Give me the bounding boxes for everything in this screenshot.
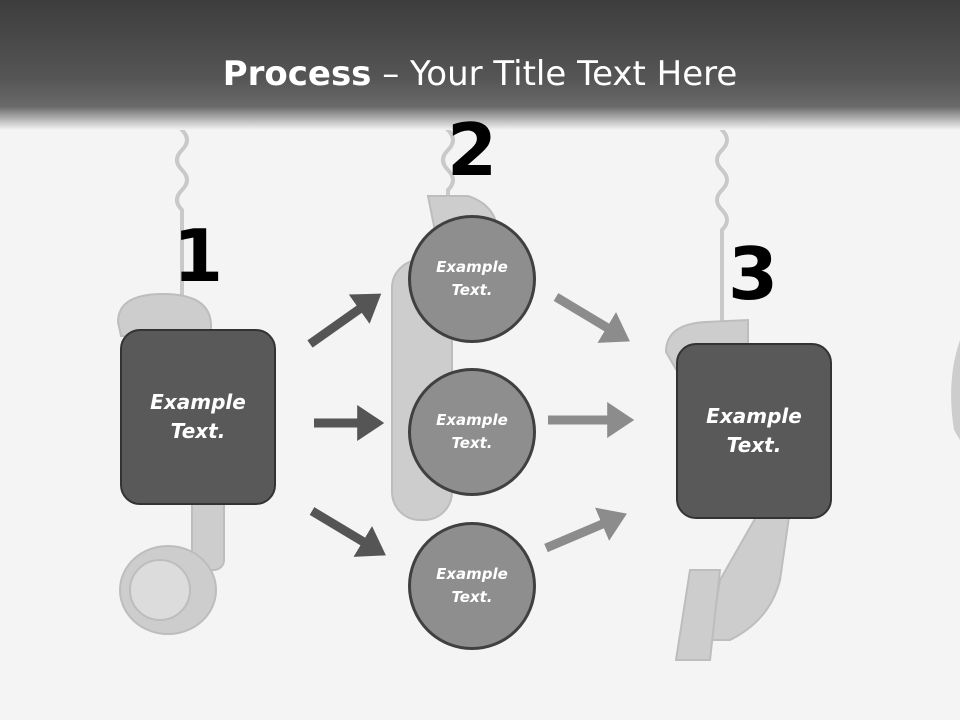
box-left-line1: Example [150, 390, 246, 414]
circle-bottom-line2: Text. [451, 588, 493, 606]
circle-middle-line1: Example [436, 411, 508, 429]
step-number-1: 1 [172, 214, 224, 298]
box-right-line1: Example [706, 404, 802, 428]
arrow-right-icon [553, 293, 630, 343]
title-bar [0, 0, 960, 130]
circle-top-line1: Example [436, 258, 508, 276]
circle-middle-line2: Text. [451, 434, 493, 452]
arrow-right-icon [307, 293, 382, 348]
title-rest: – Your Title Text Here [371, 54, 738, 94]
phone-cord-3 [715, 108, 729, 340]
process-box-right: Example Text. [676, 343, 832, 519]
process-circle-bottom: Example Text. [408, 522, 536, 650]
slide-title: Process – Your Title Text Here [0, 52, 960, 96]
arrow-right-icon [309, 507, 386, 557]
title-bold: Process [222, 54, 372, 94]
step-number-2: 2 [446, 108, 498, 192]
circle-bottom-line1: Example [436, 565, 508, 583]
circle-top-line2: Text. [451, 281, 493, 299]
step-number-3: 3 [727, 232, 779, 316]
telephone-handset-icon [951, 340, 960, 440]
box-left-line2: Text. [170, 419, 226, 443]
process-circle-top: Example Text. [408, 215, 536, 343]
telephone-handset-icon [116, 292, 225, 635]
process-box-left: Example Text. [120, 329, 276, 505]
process-circle-middle: Example Text. [408, 368, 536, 496]
arrow-right-icon [544, 507, 627, 553]
box-right-line2: Text. [726, 433, 782, 457]
